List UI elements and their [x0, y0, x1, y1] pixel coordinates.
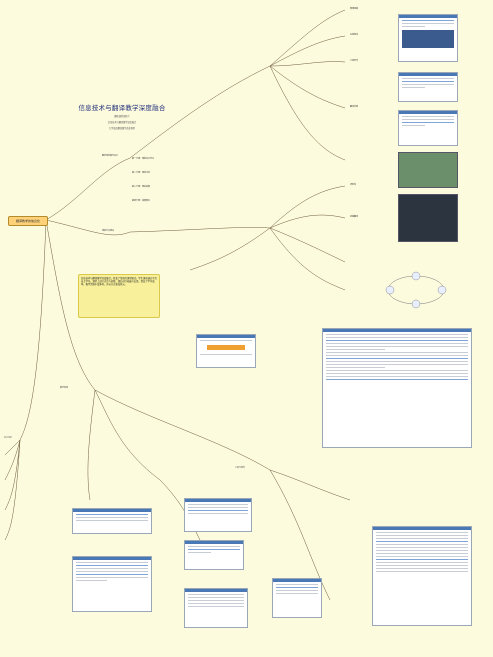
sub-item-10: 机辅翻译 [350, 216, 359, 218]
screenshot-stats [272, 578, 322, 618]
cycle-diagram [385, 271, 447, 309]
screenshot-quiz [196, 334, 256, 368]
title-block: 信息技术与翻译教学深度融合 翻转课堂视角下 信息技术与翻译教学深度融合 大学英语… [72, 102, 172, 130]
sub-item-4: 第四节课：成果展示 [132, 200, 151, 202]
sub-item-6: 在线测试 [350, 34, 359, 36]
branch-evaluation: 多元评价 [4, 437, 13, 439]
screenshot-list-2 [72, 556, 152, 612]
summary-note: 信息技术与翻译教学深度融合，转变了传统的课堂模式，学生课前通过平台自主学习，课堂… [78, 274, 160, 318]
sub-item-7: 小组合作 [350, 60, 359, 62]
screenshot-platform-large [322, 328, 472, 448]
photo-classroom-2 [398, 194, 458, 242]
screenshot-grades [372, 526, 472, 626]
subtitle-line-1: 翻转课堂视角下 [114, 115, 130, 118]
sub-item-1: 第一节课：课前自主学习 [132, 158, 155, 160]
root-node: 翻译教学的信息化 [8, 216, 48, 226]
sub-item-8: 翻译实践 [350, 106, 359, 108]
screenshot-task [184, 540, 244, 570]
screenshot-forum [184, 498, 252, 532]
branch-design: 翻转课堂教学设计 [102, 155, 119, 157]
screenshot-thumb-3 [398, 110, 458, 146]
branch-resources: 教学资源 [60, 387, 69, 389]
sub-item-3: 第三节课：课后拓展 [132, 186, 151, 188]
photo-classroom-1 [398, 152, 458, 188]
screenshot-table [184, 588, 248, 628]
branch-tools: 工具与软件 [235, 467, 246, 469]
screenshot-list-1 [72, 508, 152, 534]
branch-platform: 课程平台建设 [102, 230, 115, 232]
sub-item-5: 微课视频 [350, 8, 359, 10]
page-title: 信息技术与翻译教学深度融合 [78, 104, 166, 112]
screenshot-thumb-2 [398, 72, 458, 102]
subtitle-line-3: 大学英语翻译教学改革探索 [108, 127, 136, 130]
screenshot-thumb-1 [398, 14, 458, 62]
sub-item-2: 第二节课：课堂讨论 [132, 172, 151, 174]
sub-item-9: 语料库 [350, 184, 357, 186]
subtitle-line-2: 信息技术与翻译教学深度融合 [107, 121, 137, 124]
